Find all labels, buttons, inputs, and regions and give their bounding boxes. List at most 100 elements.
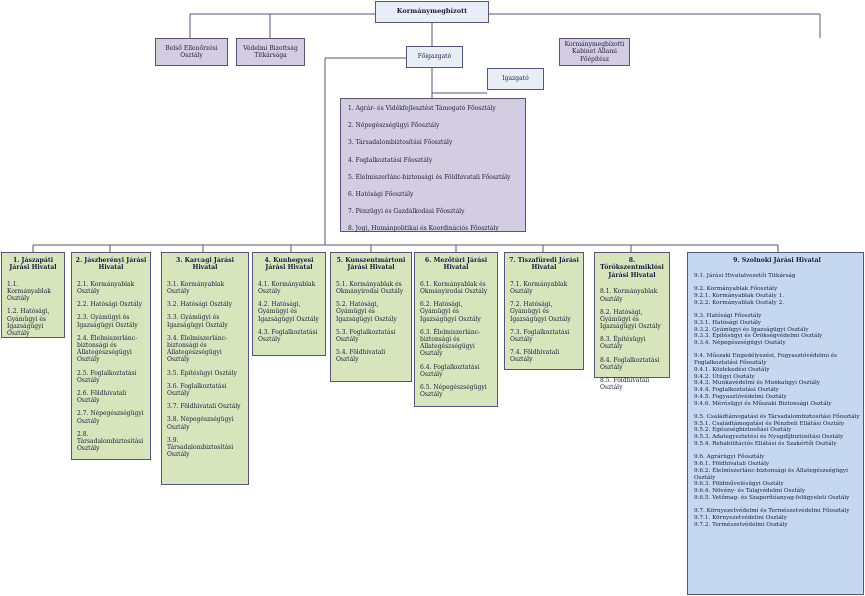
szolnok-item: 9.6.2. Élelmiszerlánc-biztonsági és Álla… bbox=[694, 467, 848, 481]
district-box-szolnoki: 9. Szolnoki Járási Hivatal 9.1. Járási H… bbox=[687, 252, 864, 595]
szolnok-item: 9.7. Környezetvédelmi és Természetvédelm… bbox=[694, 507, 850, 514]
vedelmi-bizottsag-box: Védelmi Bizottság Titkársága bbox=[236, 38, 305, 66]
kormanymegbizott-label: Kormánymegbízott bbox=[396, 7, 468, 16]
szolnok-item: 9.3.1. Hatósági Osztály bbox=[694, 319, 762, 326]
kormanymegbizott-box: Kormánymegbízott bbox=[375, 1, 489, 23]
departments-box: 1. Agrár- és Vidékfejlesztést Támogató F… bbox=[340, 98, 526, 232]
szolnok-item: 9.7.1. Környezetvédelmi Osztály bbox=[694, 514, 787, 521]
district-item: 6.4. Foglalkoztatási Osztály bbox=[420, 363, 480, 378]
foigazgato-box: Főigazgató bbox=[406, 46, 463, 68]
district-item: 8.3. Építésügyi Osztály bbox=[600, 336, 646, 351]
szolnok-item: 9.4.3. Munkavédelmi és Munkaügyi Osztály bbox=[694, 380, 821, 387]
szolnok-group: 9.5. Családtámogatási és Társadalombizto… bbox=[694, 414, 860, 448]
szolnok-item: 9.1. Járási Hivatalvezetői Titkárság bbox=[694, 273, 796, 280]
district-box-mezoturi: 6. Mezőtúri Járási Hivatal 6.1. Kormánya… bbox=[414, 252, 498, 407]
szolnok-item: 9.3.4. Népegészségügyi Osztály bbox=[694, 340, 786, 347]
department-item: 1. Agrár- és Vidékfejlesztést Támogató F… bbox=[348, 105, 496, 112]
district-item: 3.7. Földhivatali Osztály bbox=[167, 403, 241, 411]
district-box-tiszafuredi: 7. Tiszafüredi Járási Hivatal 7.1. Kormá… bbox=[504, 252, 584, 370]
district-item: 5.3. Foglalkoztatási Osztály bbox=[336, 328, 396, 343]
department-item: 4. Foglalkoztatási Főosztály bbox=[348, 156, 433, 164]
szolnok-item: 9.3.2. Gyámügyi és Igazságügyi Osztály bbox=[694, 326, 809, 333]
szolnok-item: 9.6.4. Növény- és Talajvédelmi Osztály bbox=[694, 488, 806, 495]
department-item: 2. Népegészségügyi Főosztály bbox=[348, 122, 440, 130]
district-item: 1.2. Hatósági, Gyámügyi és Igazságügyi O… bbox=[7, 308, 50, 337]
szolnok-item: 9.6.3. Földművelésügyi Osztály bbox=[694, 481, 784, 488]
district-box-jaszberenyi: 2. Jászberényi Járási Hivatal 2.1. Kormá… bbox=[71, 252, 151, 460]
district-title: 1. Jászapáti Járási Hivatal bbox=[9, 257, 57, 272]
district-item: 3.4. Élelmiszerlánc-biztonsági és Állate… bbox=[167, 334, 228, 364]
district-box-kunhegyesi: 4. Kunhegyesi Járási Hivatal 4.1. Kormán… bbox=[252, 252, 326, 356]
district-item: 2.7. Népegészségügyi Osztály bbox=[77, 410, 144, 425]
district-title: 9. Szolnoki Járási Hivatal bbox=[733, 257, 821, 264]
szolnok-item: 9.2.2. Kormányablak Osztály 2. bbox=[694, 299, 785, 306]
district-title: 3. Karcagi Járási Hivatal bbox=[176, 257, 234, 272]
district-item: 6.5. Népegészségügyi Osztály bbox=[420, 383, 487, 399]
district-title: 4. Kunhegyesi Járási Hivatal bbox=[264, 257, 314, 272]
district-item: 8.4. Foglalkoztatási Osztály bbox=[600, 356, 660, 371]
district-item: 7.3. Foglalkoztatási Osztály bbox=[510, 328, 570, 343]
szolnok-item: 9.6.5. Vetőmag- és Szaporítóanyag-felügy… bbox=[694, 495, 850, 502]
district-item: 2.5. Foglalkoztatási Osztály bbox=[77, 369, 137, 384]
szolnok-item: 9.4.6. Mérésügyi és Műszaki Biztonsági O… bbox=[694, 400, 832, 407]
district-item: 3.8. Népegészségügyi Osztály bbox=[167, 416, 234, 431]
district-box-torokszentmiklosi: 8. Törökszentmiklósi Járási Hivatal 8.1.… bbox=[594, 252, 670, 391]
district-item: 5.1. Kormányablak és Okmányirodai Osztál… bbox=[336, 280, 404, 296]
szolnok-item: 9.4.5. Fogyasztóvédelmi Osztály bbox=[694, 394, 787, 401]
district-item: 8.1. Kormányablak Osztály bbox=[600, 288, 658, 303]
szolnok-item: 9.4.2. Útügyi Osztály bbox=[694, 373, 755, 380]
szolnok-item: 9.4. Műszaki Engedélyezési, Fogyasztóvéd… bbox=[694, 353, 838, 366]
district-item: 7.4. Földhivatali Osztály bbox=[510, 349, 560, 364]
department-item: 3. Társadalombiztosítási Főosztály bbox=[348, 139, 453, 147]
belso-ellenorzesi-label: Belső Ellenőrzési Osztály bbox=[165, 44, 218, 59]
szolnok-item: 9.5. Családtámogatási és Társadalombizto… bbox=[694, 413, 860, 420]
district-item: 2.4. Élelmiszerlánc-biztonsági és Állate… bbox=[77, 334, 138, 364]
department-item: 7. Pénzügyi és Gazdálkodási Főosztály bbox=[348, 208, 465, 216]
district-item: 6.1. Kormányablak és Okmányirodai Osztál… bbox=[420, 280, 488, 296]
szolnok-group: 9.3. Hatósági Főosztály 9.3.1. Hatósági … bbox=[694, 313, 860, 347]
district-item: 4.3. Foglalkoztatási Osztály bbox=[258, 328, 318, 343]
district-box-karcagi: 3. Karcagi Járási Hivatal 3.1. Kormányab… bbox=[161, 252, 249, 485]
district-item: 2.1. Kormányablak Osztály bbox=[77, 280, 135, 296]
district-item: 3.5. Építésügyi Osztály bbox=[167, 369, 237, 377]
kabinet-box: Kormánymegbízotti Kabinet Állami Főépíté… bbox=[559, 38, 630, 66]
szolnok-item: 9.5.2. Egészségbiztosítási Osztály bbox=[694, 427, 792, 434]
district-item: 2.8. Társadalombiztosítási Osztály bbox=[77, 430, 144, 453]
szolnok-item: 9.5.3. Adategyeztetési és Nyugdíjbiztosí… bbox=[694, 434, 844, 441]
district-item: 6.3. Élelmiszerlánc-biztonsági és Állate… bbox=[420, 328, 481, 358]
district-item: 6.2. Hatósági, Gyámügyi és Igazságügyi O… bbox=[420, 301, 481, 323]
district-title: 5. Kunszentmártoni Járási Hivatal bbox=[336, 257, 406, 272]
district-item: 3.3. Gyámügyi és Igazságügyi Osztály bbox=[167, 314, 228, 329]
igazgato-box: Igazgató bbox=[487, 68, 544, 90]
district-item: 4.2. Hatósági, Gyámügyi és Igazságügyi O… bbox=[258, 301, 319, 323]
szolnok-group: 9.4. Műszaki Engedélyezési, Fogyasztóvéd… bbox=[694, 353, 860, 408]
district-item: 2.6. Földhivatali Osztály bbox=[77, 389, 127, 405]
szolnok-item: 9.3.3. Építésügyi és Örökségvédelmi Oszt… bbox=[694, 333, 823, 340]
department-item: 8. Jogi, Humánpolitikai és Koordinációs … bbox=[348, 225, 499, 233]
district-item: 2.3. Gyámügyi és Igazságügyi Osztály bbox=[77, 314, 138, 329]
foigazgato-label: Főigazgató bbox=[417, 53, 452, 61]
igazgato-label: Igazgató bbox=[502, 75, 529, 83]
district-box-kunszentmartoni: 5. Kunszentmártoni Járási Hivatal 5.1. K… bbox=[330, 252, 412, 382]
szolnok-item: 9.4.4. Foglalkoztatási Osztály bbox=[694, 387, 779, 394]
szolnok-group: 9.6. Agrárügyi Főosztály 9.6.1. Földhiva… bbox=[694, 454, 860, 502]
szolnok-group: 9.7. Környezetvédelmi és Természetvédelm… bbox=[694, 508, 860, 529]
district-item: 3.6. Foglalkoztatási Osztály bbox=[167, 382, 227, 397]
district-title: 2. Jászberényi Járási Hivatal bbox=[75, 257, 147, 272]
district-item: 8.5. Földhivatali Osztály bbox=[600, 377, 650, 392]
district-item: 7.2. Hatósági, Gyámügyi és Igazságügyi O… bbox=[510, 301, 571, 323]
szolnok-item: 9.3. Hatósági Főosztály bbox=[694, 312, 762, 319]
district-item: 3.2. Hatósági Osztály bbox=[167, 301, 232, 309]
district-item: 3.1. Kormányablak Osztály bbox=[167, 280, 225, 296]
district-item: 4.1. Kormányablak Osztály bbox=[258, 280, 316, 296]
district-title: 6. Mezőtúri Járási Hivatal bbox=[424, 257, 488, 272]
szolnok-item: 9.5.1. Családtámogatási és Pénzbeli Ellá… bbox=[694, 420, 845, 427]
szolnok-group: 9.2. Kormányablak Főosztály 9.2.1. Kormá… bbox=[694, 286, 860, 307]
szolnok-group: 9.1. Járási Hivatalvezetői Titkárság bbox=[694, 273, 860, 280]
district-title: 7. Tiszafüredi Járási Hivatal bbox=[509, 257, 579, 272]
szolnok-item: 9.5.4. Rehabilitációs Ellátási és Szakér… bbox=[694, 441, 837, 448]
vedelmi-bizottsag-label: Védelmi Bizottság Titkársága bbox=[243, 44, 298, 59]
district-item: 5.4. Földhivatali Osztály bbox=[336, 349, 386, 364]
district-item: 5.2. Hatósági, Gyámügyi és Igazságügyi O… bbox=[336, 301, 397, 323]
district-item: 3.9. Társadalombiztosítási Osztály bbox=[167, 436, 234, 459]
